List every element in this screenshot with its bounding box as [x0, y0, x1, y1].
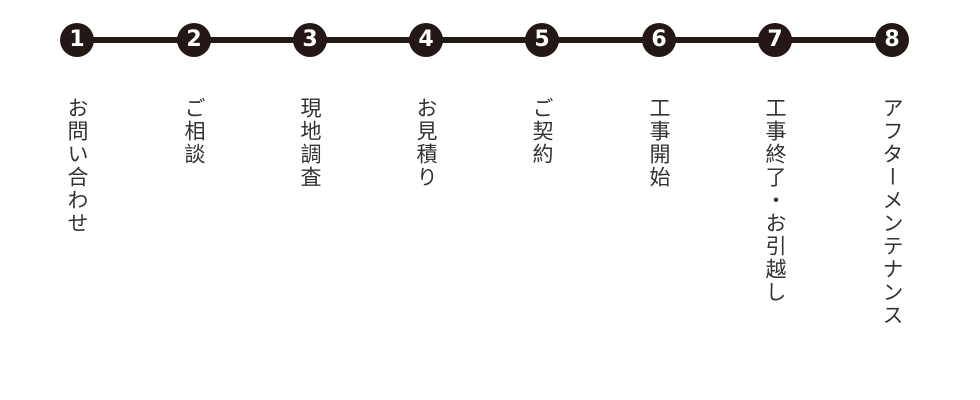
step-6: 6 工事開始 [642, 23, 676, 189]
step-label: アフターメンテナンス [880, 97, 904, 327]
step-label: 工事終了・お引越し [763, 97, 787, 304]
step-number-badge: 6 [642, 23, 676, 57]
step-number-badge: 4 [409, 23, 443, 57]
step-label: ご相談 [182, 97, 206, 166]
step-5: 5 ご契約 [525, 23, 559, 166]
step-label: お見積り [414, 97, 438, 189]
step-3: 3 現地調査 [293, 23, 327, 189]
step-label: 現地調査 [298, 97, 322, 189]
step-4: 4 お見積り [409, 23, 443, 189]
step-2: 2 ご相談 [177, 23, 211, 166]
step-1: 1 お問い合わせ [60, 23, 94, 235]
step-number-badge: 5 [525, 23, 559, 57]
step-number-badge: 2 [177, 23, 211, 57]
timeline-connector [77, 37, 892, 43]
step-label: 工事開始 [647, 97, 671, 189]
step-label: お問い合わせ [65, 97, 89, 235]
step-7: 7 工事終了・お引越し [758, 23, 792, 304]
step-number-badge: 3 [293, 23, 327, 57]
step-number-badge: 1 [60, 23, 94, 57]
step-8: 8 アフターメンテナンス [875, 23, 909, 327]
step-label: ご契約 [530, 97, 554, 166]
step-number-badge: 7 [758, 23, 792, 57]
step-number-badge: 8 [875, 23, 909, 57]
